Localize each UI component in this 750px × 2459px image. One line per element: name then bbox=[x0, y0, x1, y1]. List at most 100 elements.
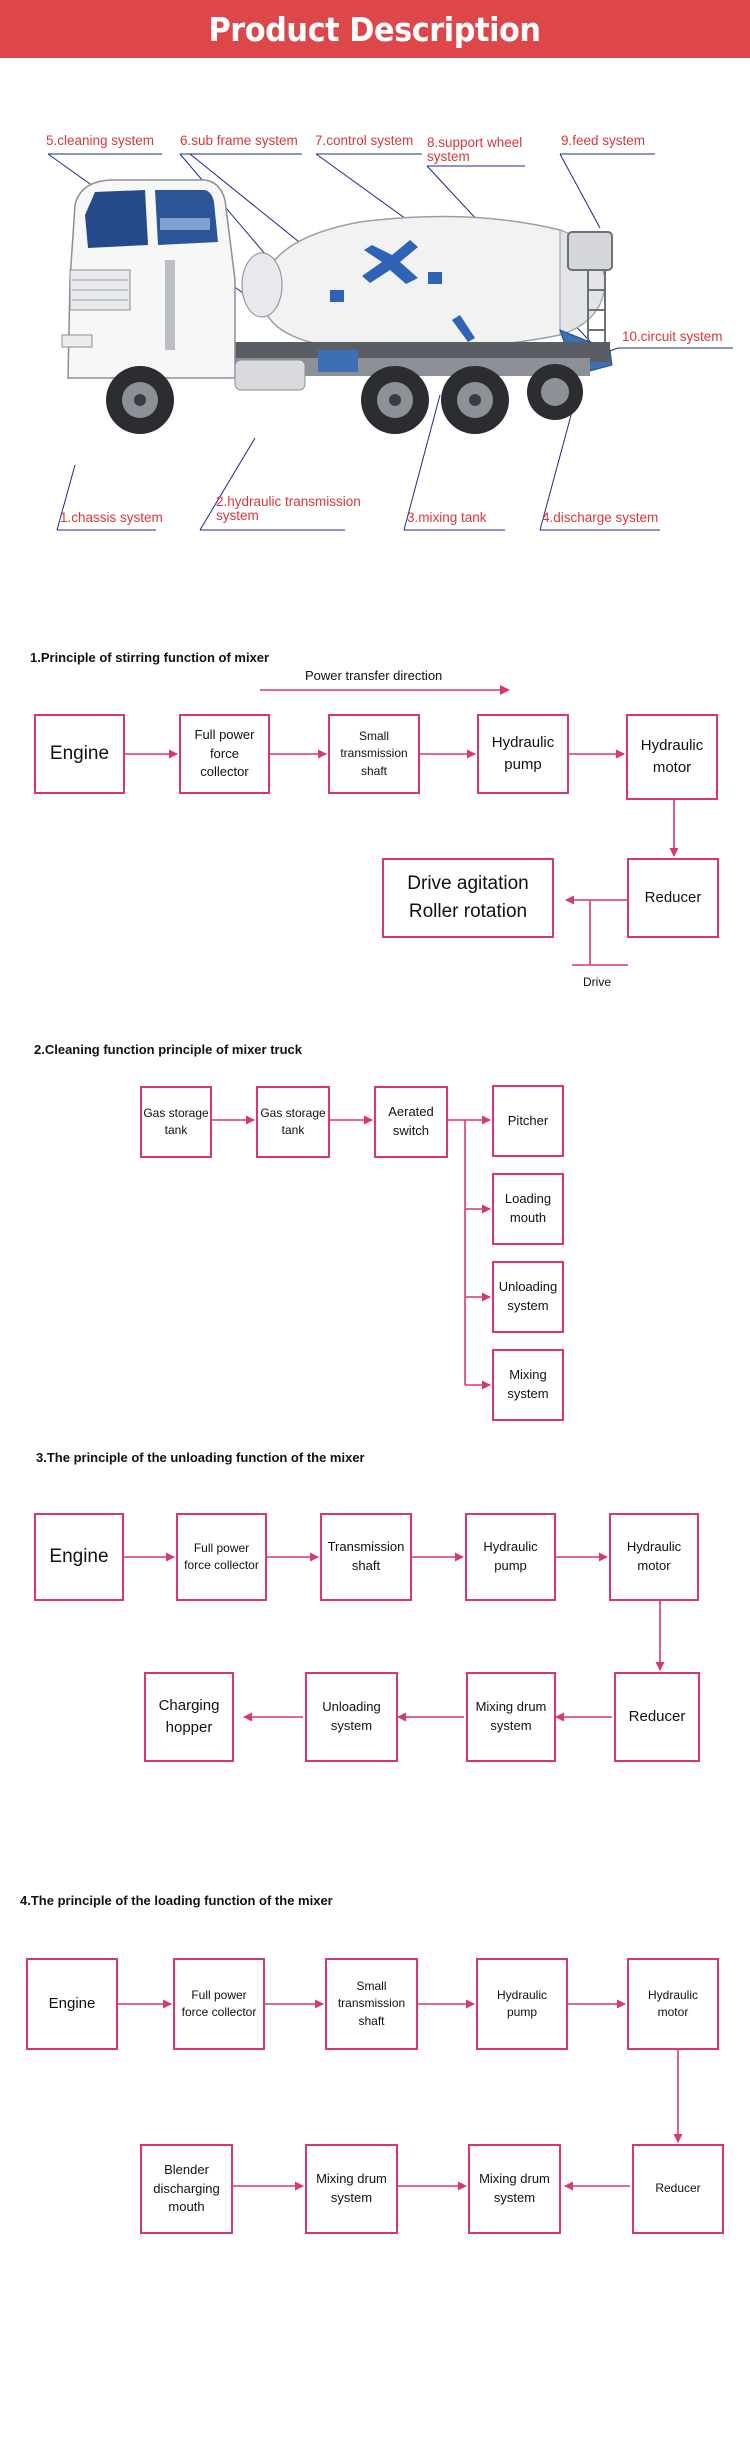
label-control-system: 7.control system bbox=[315, 133, 414, 148]
s1-shaft-box: Small transmission shaft bbox=[328, 714, 420, 794]
s4-shaft-line1: Small bbox=[356, 1978, 387, 1993]
s2-tank1-box: Gas storage tank bbox=[140, 1086, 212, 1158]
s1-motor-line2: motor bbox=[652, 759, 692, 776]
label-support-wheel-line1: 8.support wheel bbox=[427, 135, 523, 150]
s3-collector-line2: force collector bbox=[184, 1558, 259, 1572]
s1-collector-line2: force bbox=[210, 745, 239, 761]
s4-drum2-line1: Mixing drum bbox=[479, 2171, 550, 2187]
s1-pump-line2: pump bbox=[504, 756, 542, 773]
s3-hopper-box: Charging hopper bbox=[144, 1672, 234, 1762]
s4-engine-box: Engine bbox=[26, 1958, 118, 2050]
s3-engine-box: Engine bbox=[34, 1513, 124, 1601]
label-hydraulic-line2: system bbox=[216, 508, 259, 523]
s3-drum-line2: system bbox=[490, 1718, 532, 1733]
label-discharge-system: 4.discharge system bbox=[542, 510, 659, 525]
s3-engine-label: Engine bbox=[49, 1546, 109, 1568]
power-direction-arrow bbox=[260, 685, 510, 695]
s3-pump-line2: pump bbox=[494, 1558, 527, 1573]
s1-drive-box: Drive agitation Roller rotation bbox=[382, 858, 554, 938]
s3-hopper-line1: Charging bbox=[158, 1697, 220, 1715]
s4-drum1-line1: Mixing drum bbox=[316, 2171, 387, 2187]
s2-mixing-line1: Mixing bbox=[509, 1367, 547, 1383]
s2-tank2-line2: tank bbox=[281, 1123, 305, 1137]
s2-switch-box: Aerated switch bbox=[374, 1086, 448, 1158]
s3-shaft-line2: shaft bbox=[351, 1558, 381, 1573]
section1-title: 1.Principle of stirring function of mixe… bbox=[30, 650, 270, 665]
s2-unloading-line2: system bbox=[507, 1298, 549, 1313]
s4-shaft-box: Small transmission shaft bbox=[325, 1958, 418, 2050]
s3-hopper-line2: hopper bbox=[165, 1719, 213, 1736]
s2-pitcher-box: Pitcher bbox=[492, 1085, 564, 1157]
s3-unloading-line2: system bbox=[330, 1718, 373, 1733]
s1-motor-line1: Hydraulic bbox=[640, 737, 704, 755]
s1-collector-line1: Full power bbox=[194, 726, 255, 742]
s3-reducer-box: Reducer bbox=[614, 1672, 700, 1762]
s2-tank2-line1: Gas storage bbox=[260, 1105, 326, 1120]
s4-blender-line2: discharging bbox=[153, 2180, 220, 2196]
label-feed-system: 9.feed system bbox=[561, 133, 646, 148]
s4-blender-line1: Blender bbox=[164, 2161, 209, 2177]
label-support-wheel-line2: system bbox=[427, 149, 470, 164]
s2-unloading-box: Unloading system bbox=[492, 1261, 564, 1333]
s2-tank2-box: Gas storage tank bbox=[256, 1086, 330, 1158]
s3-drum-box: Mixing drum system bbox=[466, 1672, 556, 1762]
s1-reducer-label: Reducer bbox=[644, 889, 702, 907]
truck-illustration bbox=[47, 153, 733, 531]
s1-motor-box: Hydraulic motor bbox=[626, 714, 718, 800]
s2-switch-line2: switch bbox=[392, 1123, 430, 1138]
s4-reducer-box: Reducer bbox=[632, 2144, 724, 2234]
s2-loading-line2: mouth bbox=[509, 1210, 547, 1225]
label-chassis-system: 1.chassis system bbox=[60, 510, 163, 525]
s1-shaft-line3: shaft bbox=[360, 763, 387, 778]
s3-pump-box: Hydraulic pump bbox=[465, 1513, 556, 1601]
s3-shaft-line1: Transmission bbox=[327, 1539, 405, 1555]
s4-engine-label: Engine bbox=[48, 1995, 96, 2013]
s1-reducer-box: Reducer bbox=[627, 858, 719, 938]
s3-unloading-box: Unloading system bbox=[305, 1672, 398, 1762]
s4-drum1-box: Mixing drum system bbox=[305, 2144, 398, 2234]
s2-unloading-line1: Unloading bbox=[498, 1279, 558, 1295]
label-sub-frame-system: 6.sub frame system bbox=[180, 133, 298, 148]
header-banner: Product Description bbox=[0, 0, 750, 58]
s4-blender-line3: mouth bbox=[168, 2199, 205, 2215]
s1-drive-line2: Roller rotation bbox=[408, 901, 528, 922]
s3-collector-line1: Full power bbox=[193, 1540, 250, 1555]
s2-loading-line1: Loading bbox=[504, 1191, 552, 1207]
label-circuit-system: 10.circuit system bbox=[622, 329, 723, 344]
s4-pump-box: Hydraulic pump bbox=[476, 1958, 568, 2050]
s4-shaft-line2: transmission bbox=[337, 1996, 406, 2011]
s2-tank1-line1: Gas storage bbox=[143, 1105, 209, 1120]
s4-motor-line2: motor bbox=[657, 2005, 689, 2019]
s4-collector-box: Full power force collector bbox=[173, 1958, 265, 2050]
label-mixing-tank: 3.mixing tank bbox=[407, 510, 487, 525]
s4-drum1-line2: system bbox=[330, 2190, 373, 2205]
s4-blender-box: Blender discharging mouth bbox=[140, 2144, 233, 2234]
s3-reducer-label: Reducer bbox=[628, 1708, 686, 1726]
s3-shaft-box: Transmission shaft bbox=[320, 1513, 412, 1601]
s2-mixing-box: Mixing system bbox=[492, 1349, 564, 1421]
s2-loading-box: Loading mouth bbox=[492, 1173, 564, 1245]
s3-motor-line1: Hydraulic bbox=[626, 1539, 682, 1555]
s1-drive-label: Drive bbox=[583, 975, 612, 989]
s2-mixing-line2: system bbox=[507, 1386, 549, 1401]
s1-pump-line1: Hydraulic bbox=[491, 734, 555, 752]
s1-collector-box: Full power force collector bbox=[179, 714, 270, 794]
s3-unloading-line1: Unloading bbox=[322, 1699, 381, 1715]
s1-drive-line1: Drive agitation bbox=[407, 873, 529, 895]
section3-title: 3.The principle of the unloading functio… bbox=[36, 1450, 365, 1465]
s4-pump-line1: Hydraulic bbox=[496, 1987, 547, 2002]
section4-title: 4.The principle of the loading function … bbox=[20, 1893, 333, 1908]
s4-motor-line1: Hydraulic bbox=[647, 1987, 698, 2002]
s3-motor-box: Hydraulic motor bbox=[609, 1513, 699, 1601]
s2-tank1-line2: tank bbox=[164, 1123, 188, 1137]
label-hydraulic-line1: 2.hydraulic transmission bbox=[216, 494, 361, 509]
power-direction-label: Power transfer direction bbox=[305, 668, 443, 683]
s4-drum2-box: Mixing drum system bbox=[468, 2144, 561, 2234]
section2-title: 2.Cleaning function principle of mixer t… bbox=[34, 1042, 302, 1057]
s1-engine-label: Engine bbox=[49, 743, 110, 765]
s3-motor-line2: motor bbox=[637, 1558, 671, 1573]
s4-reducer-label: Reducer bbox=[655, 2181, 701, 2196]
truck-diagram: 5.cleaning system 6.sub frame system 7.c… bbox=[0, 120, 750, 540]
s1-pump-box: Hydraulic pump bbox=[477, 714, 569, 794]
s1-shaft-line1: Small bbox=[358, 728, 389, 743]
